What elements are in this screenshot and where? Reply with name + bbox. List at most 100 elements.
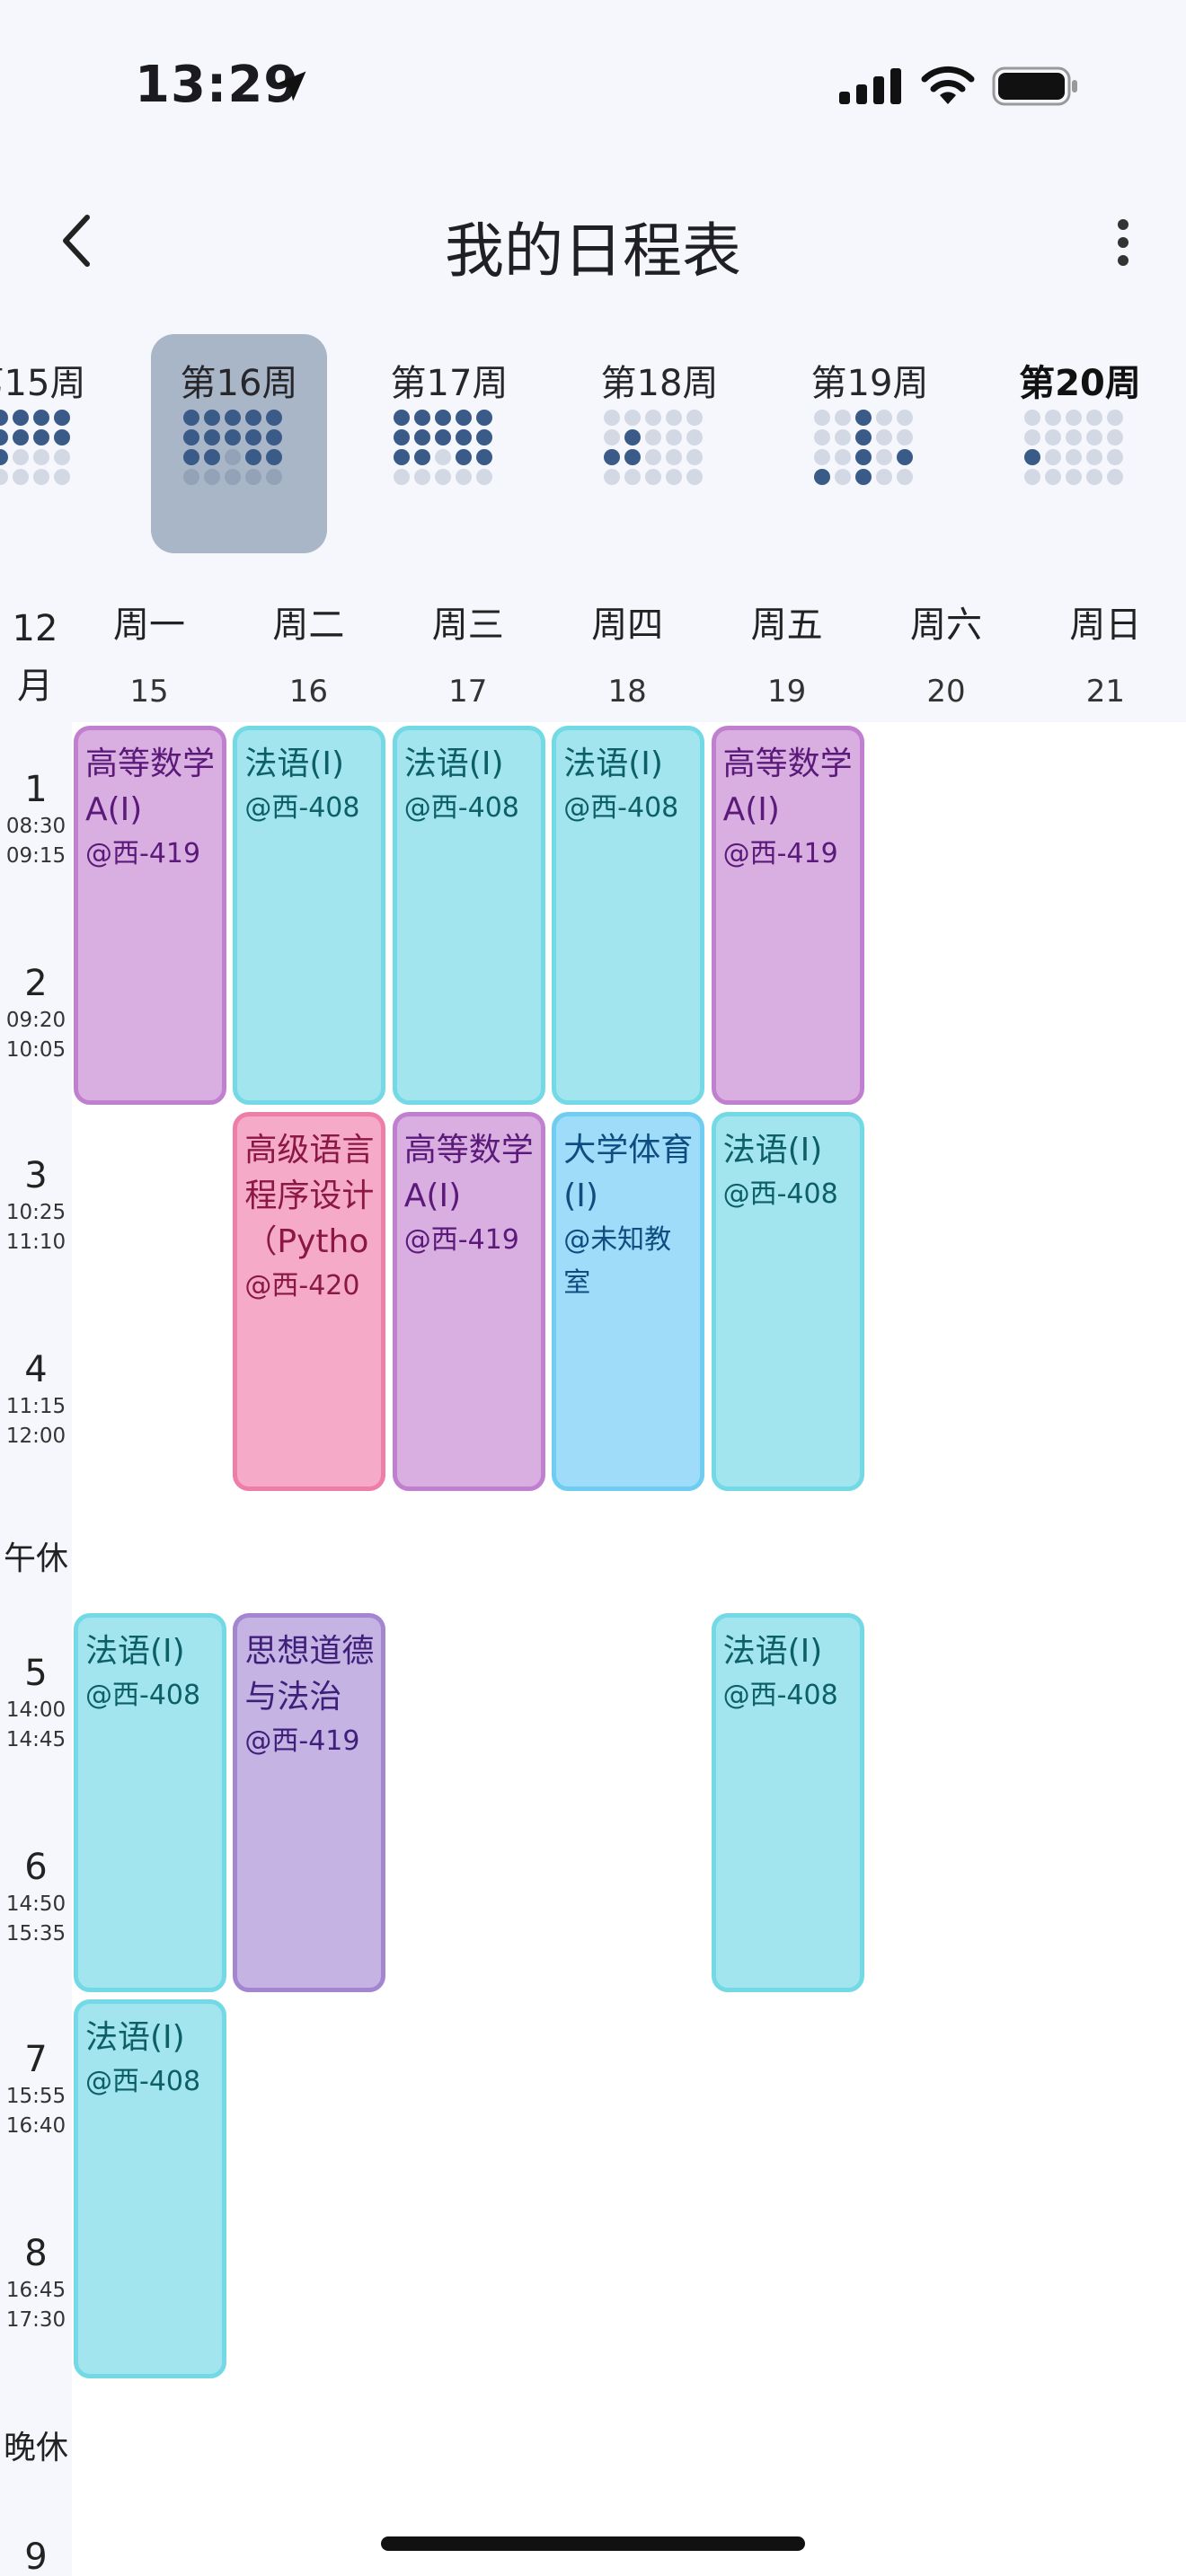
course-name: 高级语言程序设计（Pytho (244, 1132, 375, 1260)
period-end-time: 09:15 (5, 844, 66, 868)
course-card[interactable]: 法语(I)@西-408 (74, 1999, 226, 2378)
density-dot (876, 469, 892, 485)
day-date: 19 (766, 674, 807, 710)
density-dot (266, 410, 282, 426)
period-end-time: 16:40 (5, 2114, 66, 2138)
course-name: 法语(I) (563, 745, 663, 782)
day-name: 周二 (272, 604, 345, 646)
density-dot (855, 469, 872, 485)
density-dot (225, 449, 241, 465)
period-number: 4 (24, 1349, 48, 1390)
density-dot (183, 449, 199, 465)
density-dot (54, 429, 70, 446)
course-name: 法语(I) (722, 1633, 823, 1670)
density-dot (624, 449, 641, 465)
density-dot (814, 429, 830, 446)
location-arrow-icon (276, 71, 306, 101)
week-tab-16[interactable]: 第16周 (151, 334, 327, 553)
week-tab-19[interactable]: 第19周 (782, 334, 958, 553)
week-label: 第20周 (1019, 363, 1141, 404)
density-dot (435, 429, 451, 446)
course-room: @西-419 (244, 1725, 360, 1757)
density-dot (33, 469, 49, 485)
density-dot (666, 410, 682, 426)
density-dot (13, 469, 29, 485)
course-name: 法语(I) (244, 745, 345, 782)
period-end-time: 14:45 (5, 1728, 66, 1751)
density-dot (686, 449, 703, 465)
course-card[interactable]: 思想道德与法治@西-419 (233, 1613, 386, 1992)
density-dot (1086, 410, 1102, 426)
density-dot (394, 410, 410, 426)
day-name: 周三 (431, 604, 504, 646)
course-name: 高等数学A(I) (85, 745, 216, 828)
density-dot (645, 449, 661, 465)
density-dot (1107, 469, 1123, 485)
density-dot (414, 429, 430, 446)
course-card[interactable]: 法语(I)@西-408 (711, 1613, 864, 1992)
more-vertical-icon (1118, 219, 1128, 266)
density-dot (835, 449, 851, 465)
more-options-button[interactable] (1096, 207, 1150, 278)
density-dot (645, 410, 661, 426)
week-tab-20[interactable]: 第20周 (992, 334, 1168, 553)
course-card[interactable]: 高级语言程序设计（Pytho@西-420 (233, 1112, 386, 1491)
week-tab-18[interactable]: 第18周 (571, 334, 748, 553)
density-dot (814, 469, 830, 485)
course-card[interactable]: 法语(I)@西-408 (711, 1112, 864, 1491)
density-dot (435, 410, 451, 426)
density-dot (604, 410, 620, 426)
density-dot (645, 469, 661, 485)
density-dot (414, 449, 430, 465)
density-dot (604, 469, 620, 485)
course-card[interactable]: 法语(I)@西-408 (233, 726, 386, 1105)
density-dot (266, 469, 282, 485)
course-card[interactable]: 高等数学A(I) @西-419 (74, 726, 226, 1105)
period-start-time: 14:00 (5, 1698, 66, 1722)
density-dot (456, 449, 472, 465)
course-card[interactable]: 法语(I)@西-408 (392, 726, 545, 1105)
week-density-grid (0, 410, 70, 485)
week-tab-17[interactable]: 第17周 (361, 334, 537, 553)
density-dot (266, 449, 282, 465)
course-room: @西-419 (85, 838, 201, 869)
density-dot (54, 410, 70, 426)
period-end-time: 15:35 (5, 1922, 66, 1945)
density-dot (13, 429, 29, 446)
period-end-time: 10:05 (5, 1038, 66, 1062)
density-dot (1107, 410, 1123, 426)
week-density-grid (814, 410, 913, 485)
density-dot (1086, 429, 1102, 446)
density-dot (476, 449, 492, 465)
period-number: 7 (24, 2039, 48, 2080)
back-button[interactable] (45, 205, 108, 277)
course-card[interactable]: 大学体育(I)@未知教室 (552, 1112, 705, 1491)
density-dot (897, 410, 913, 426)
day-date: 15 (129, 674, 169, 710)
period-column (0, 722, 72, 2576)
density-dot (1086, 449, 1102, 465)
density-dot (0, 469, 8, 485)
day-date: 18 (607, 674, 647, 710)
course-card[interactable]: 法语(I)@西-408 (552, 726, 705, 1105)
course-card[interactable]: 高等数学A(I)@西-419 (392, 1112, 545, 1491)
period-start-time: 10:25 (5, 1201, 66, 1224)
density-dot (183, 410, 199, 426)
week-tab-15[interactable]: 第15周 (0, 334, 115, 553)
density-dot (1066, 429, 1082, 446)
density-dot (835, 410, 851, 426)
density-dot (666, 469, 682, 485)
cellular-signal-icon (839, 68, 901, 104)
day-name: 周一 (113, 604, 185, 646)
course-card[interactable]: 法语(I)@西-408 (74, 1613, 226, 1992)
week-density-grid (1024, 410, 1123, 485)
course-name: 法语(I) (85, 1633, 185, 1670)
course-card[interactable]: 高等数学A(I)@西-419 (711, 726, 864, 1105)
period-label: 9 (0, 2535, 72, 2576)
density-dot (476, 410, 492, 426)
dinner-break-label: 晚休 (3, 2430, 68, 2466)
